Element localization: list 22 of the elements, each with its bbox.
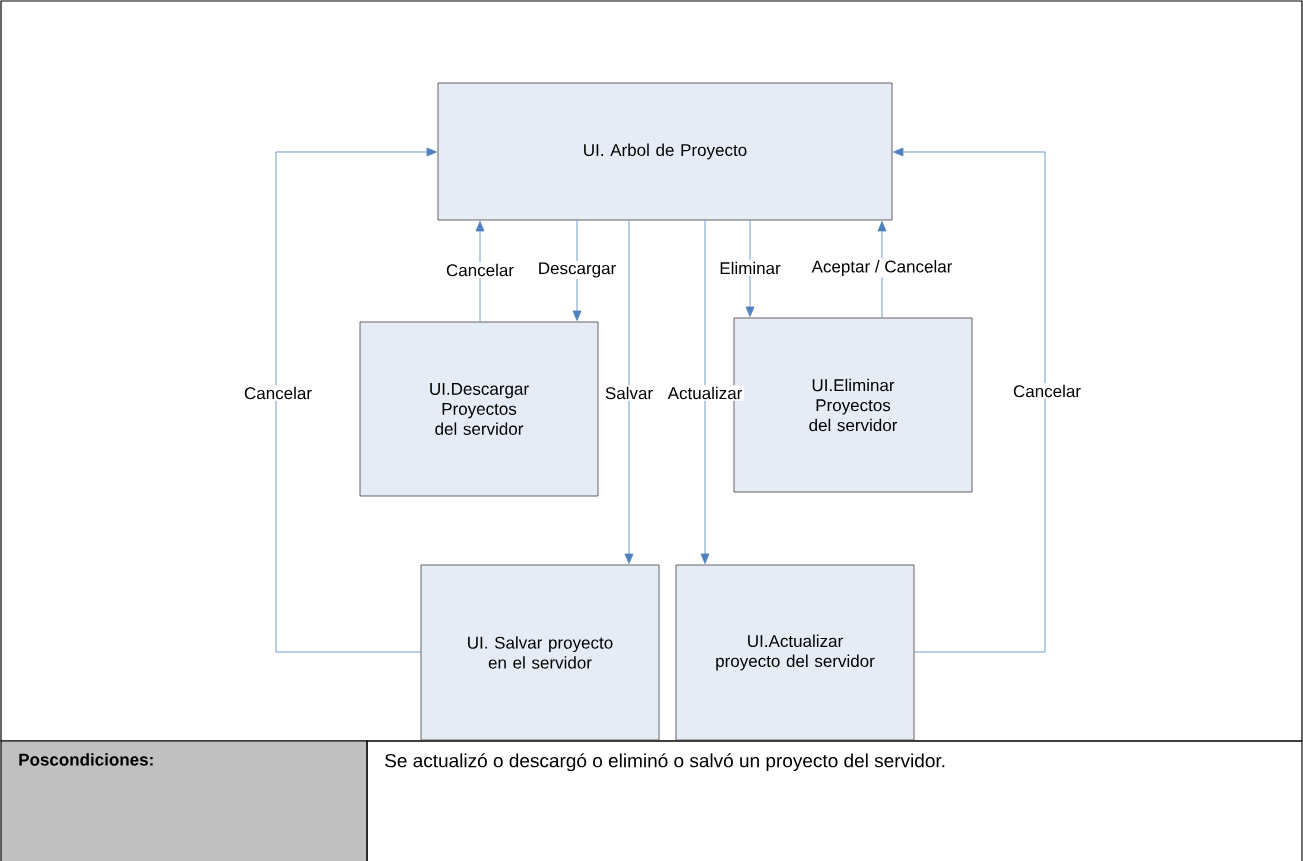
edge-label: Actualizar xyxy=(666,385,744,401)
screen-box: UI.Descargar Proyectos del servidor xyxy=(359,321,599,497)
arrow xyxy=(700,220,710,564)
screen-box: UI. Arbol de Proyecto xyxy=(437,82,893,221)
table-cell: Poscondiciones: xyxy=(0,740,368,861)
screen-box: UI. Salvar proyecto en el servidor xyxy=(420,564,660,741)
arrow xyxy=(275,147,437,653)
edge-label: Aceptar / Cancelar xyxy=(810,258,954,278)
table-cell: Se actualizó o descargó o eliminó o salvó un proyecto del servidor. xyxy=(366,740,1303,861)
screen-box: UI.Actualizar proyecto del servidor xyxy=(675,564,915,741)
arrow xyxy=(893,147,1046,653)
edge-label: Cancelar xyxy=(1011,383,1083,399)
arrow xyxy=(572,220,582,321)
arrow xyxy=(475,221,485,322)
arrow xyxy=(877,221,887,318)
arrow xyxy=(745,220,755,317)
edge-label: Salvar xyxy=(603,385,655,401)
arrow xyxy=(624,220,634,564)
edge-label: Eliminar xyxy=(717,260,783,276)
edge-label: Cancelar xyxy=(444,262,516,278)
edge-label: Cancelar xyxy=(242,385,314,401)
edge-label: Descargar xyxy=(536,260,618,280)
